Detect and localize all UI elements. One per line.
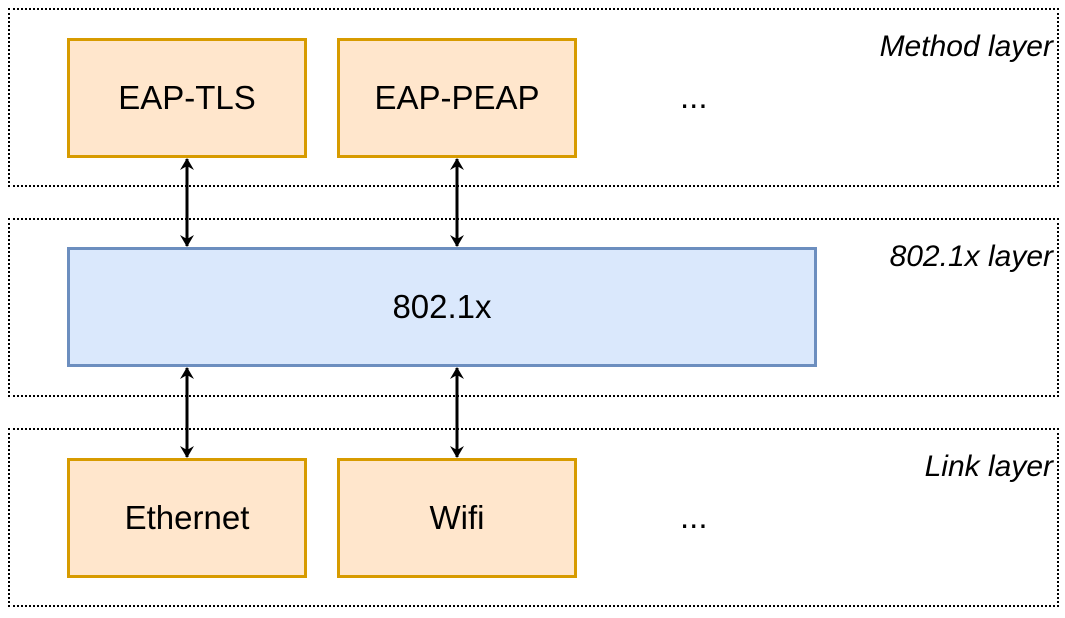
method-layer-label: Method layer (879, 30, 1053, 63)
dot1x-layer-container (8, 218, 1059, 397)
link-layer-container (8, 428, 1059, 607)
link-ellipsis: ... (680, 498, 708, 535)
wifi-box: Wifi (337, 458, 577, 578)
dot1x-box: 802.1x (67, 247, 817, 367)
dot1x-layer-label: 802.1x layer (889, 240, 1053, 273)
eap-peap-box: EAP-PEAP (337, 38, 577, 158)
eap-tls-box: EAP-TLS (67, 38, 307, 158)
method-ellipsis: ... (680, 78, 708, 115)
ethernet-box: Ethernet (67, 458, 307, 578)
method-layer-container (8, 8, 1059, 187)
link-layer-label: Link layer (924, 450, 1053, 483)
